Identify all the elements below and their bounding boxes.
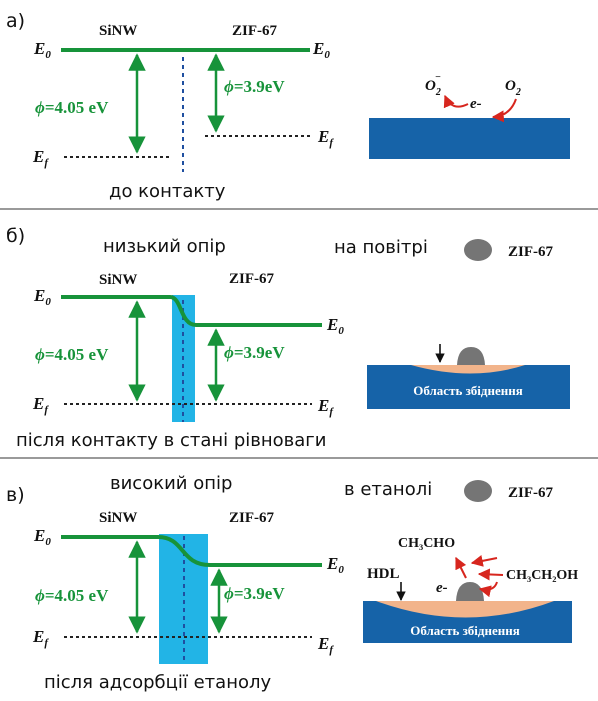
fermi-level-label: Ef (317, 634, 334, 656)
vacuum-level-label: E0 (33, 39, 51, 61)
work-function-right: ϕ=3.9eV (224, 584, 285, 603)
material-left-label: SiNW (99, 23, 137, 39)
product-acetaldehyde: CH₃CHO (398, 536, 455, 551)
sensor-substrate (369, 118, 570, 159)
electron-label: e- (436, 580, 448, 596)
electron-transfer-arrow (443, 94, 469, 109)
fermi-level-label: Ef (32, 627, 49, 649)
panel-b: б) низький опір на повітрі ZIF-67 SiNW Z… (6, 225, 570, 451)
surface-product-o2-minus: O2− (425, 72, 441, 98)
resistance-label: низький опір (103, 236, 226, 257)
panel-caption: після адсорбції етанолу (44, 672, 271, 693)
panel-label: б) (6, 225, 25, 247)
vacuum-level-label: E0 (33, 286, 51, 308)
panel-caption: після контакту в стані рівноваги (16, 430, 326, 451)
zif-67-legend-particle (464, 480, 492, 502)
vacuum-level-label: E0 (312, 39, 330, 61)
material-right-label: ZIF-67 (229, 510, 275, 526)
vacuum-level-label: E0 (33, 526, 51, 548)
depletion-region-label: Область збіднення (410, 623, 520, 638)
environment-label: в етанолі (344, 479, 432, 500)
reaction-arrow-left (470, 554, 498, 567)
surface-reactant-o2: O2 (505, 78, 521, 98)
zif-67-legend-particle (464, 239, 492, 261)
vacuum-level-label: E0 (326, 315, 344, 337)
depletion-region (411, 365, 525, 374)
fermi-level-label: Ef (317, 127, 334, 149)
panel-a: а) SiNW ZIF-67 E0 E0 ϕ=4.05 eV ϕ=3.9eV E… (6, 10, 570, 202)
panel-label: а) (6, 10, 25, 32)
panel-caption: до контакту (109, 181, 226, 202)
legend-zif-67: ZIF-67 (508, 485, 554, 501)
bent-vacuum-level (61, 295, 322, 327)
material-right-label: ZIF-67 (232, 23, 278, 39)
fermi-level-label: Ef (32, 147, 49, 169)
depletion-region (376, 601, 554, 618)
zif-67-particle (457, 347, 485, 365)
work-function-right: ϕ=3.9eV (224, 343, 285, 362)
zif-67-particle (456, 582, 484, 601)
reaction-arrow-in (477, 568, 504, 581)
legend-zif-67: ZIF-67 (508, 244, 554, 260)
work-function-right: ϕ=3.9eV (224, 77, 285, 96)
work-function-left: ϕ=4.05 eV (35, 586, 109, 605)
depletion-region-label: Область збіднення (413, 383, 523, 398)
material-left-label: SiNW (99, 510, 137, 526)
environment-label: на повітрі (334, 237, 428, 258)
work-function-left: ϕ=4.05 eV (35, 98, 109, 117)
fermi-level-label: Ef (317, 396, 334, 418)
material-left-label: SiNW (99, 272, 137, 288)
reactant-ethanol: CH₃CH₂OH (506, 568, 578, 583)
panel-label: в) (6, 484, 25, 506)
resistance-label: високий опір (110, 473, 232, 494)
panel-c: в) високий опір в етанолі ZIF-67 SiNW ZI… (6, 473, 578, 693)
electron-label: e- (470, 96, 482, 112)
work-function-left: ϕ=4.05 eV (35, 345, 109, 364)
material-right-label: ZIF-67 (229, 271, 275, 287)
fermi-level-label: Ef (32, 394, 49, 416)
reaction-arrow-up (455, 556, 467, 579)
adsorption-arrow (491, 98, 517, 123)
hdl-label: HDL (367, 566, 400, 582)
vacuum-level-label: E0 (326, 554, 344, 576)
bent-vacuum-level (61, 535, 322, 567)
reaction-arrow-down (478, 581, 498, 598)
